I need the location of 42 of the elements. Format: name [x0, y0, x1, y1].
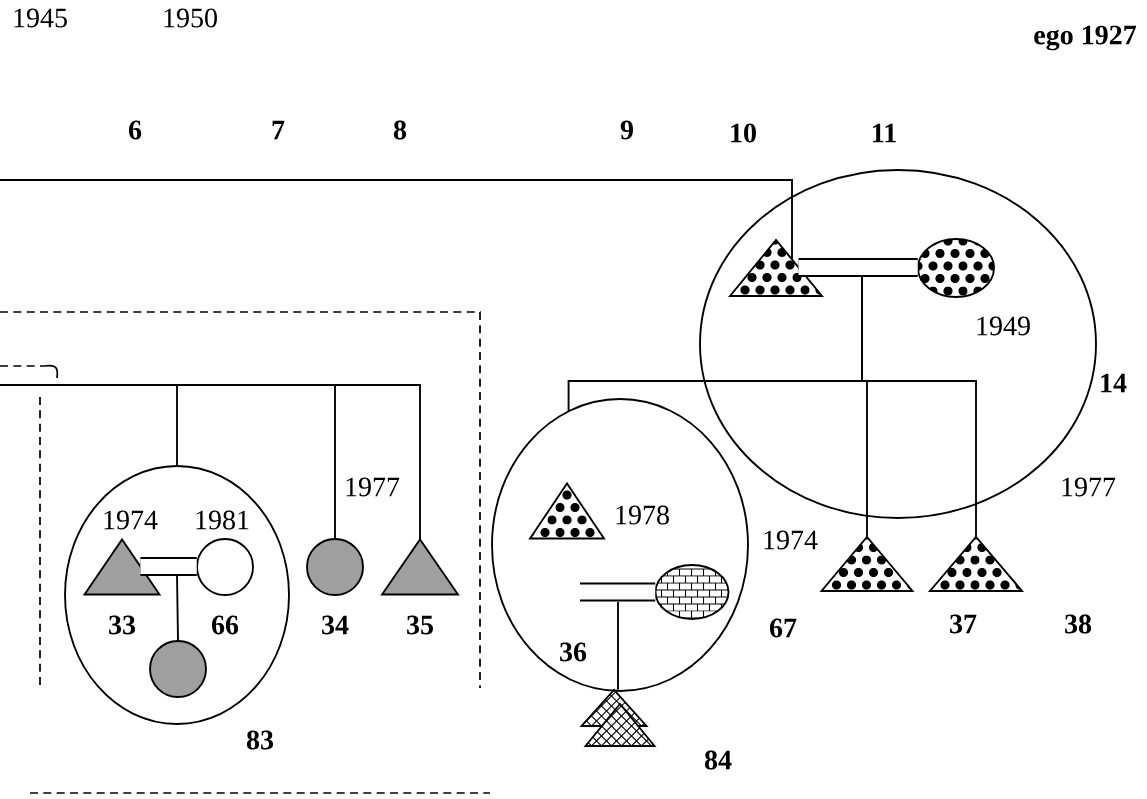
double-line — [140, 557, 197, 576]
double-line — [798, 258, 918, 277]
number-label: 36 — [560, 642, 587, 662]
dashed-frame — [0, 311, 491, 794]
number-label: 6 — [128, 120, 142, 140]
number-label: 8 — [393, 120, 407, 140]
year-label: 1974 — [104, 510, 158, 530]
number-label: 67 — [769, 618, 797, 638]
group-ellipse — [64, 465, 290, 725]
circle-symbol — [149, 640, 207, 698]
number-label: 14 — [1101, 373, 1127, 393]
number-label: 7 — [272, 120, 285, 140]
circle-symbol — [196, 538, 254, 596]
year-label: 1949 — [977, 316, 1030, 336]
number-label: ego 1927 — [1034, 25, 1137, 51]
number-label: 11 — [873, 123, 896, 143]
number-label: 37 — [950, 614, 977, 634]
number-label: 34 — [322, 615, 349, 635]
kinship-line — [176, 574, 179, 642]
year-label: 1978 — [616, 505, 669, 525]
year-label: 1977 — [1062, 477, 1116, 497]
kinship-line — [0, 179, 793, 261]
group-ellipse — [491, 398, 749, 692]
year-label: 1977 — [346, 477, 400, 497]
double-line — [580, 582, 656, 602]
year-label: 1950 — [164, 8, 217, 28]
number-label: 84 — [704, 750, 732, 770]
kinship-line — [0, 384, 421, 541]
number-label: 66 — [211, 615, 239, 635]
number-label: 9 — [620, 120, 633, 140]
circle-symbol — [306, 538, 364, 596]
number-label: 10 — [731, 123, 756, 143]
year-label: 1945 — [14, 8, 67, 28]
year-label: 1974 — [764, 530, 818, 550]
group-ellipse — [917, 238, 995, 298]
number-label: 83 — [246, 730, 274, 750]
year-label: 1981 — [196, 510, 249, 530]
kinship-line — [617, 601, 619, 691]
number-label: 33 — [109, 615, 136, 635]
group-ellipse — [654, 564, 730, 620]
number-label: 38 — [1065, 614, 1092, 634]
number-label: 35 — [407, 615, 433, 635]
